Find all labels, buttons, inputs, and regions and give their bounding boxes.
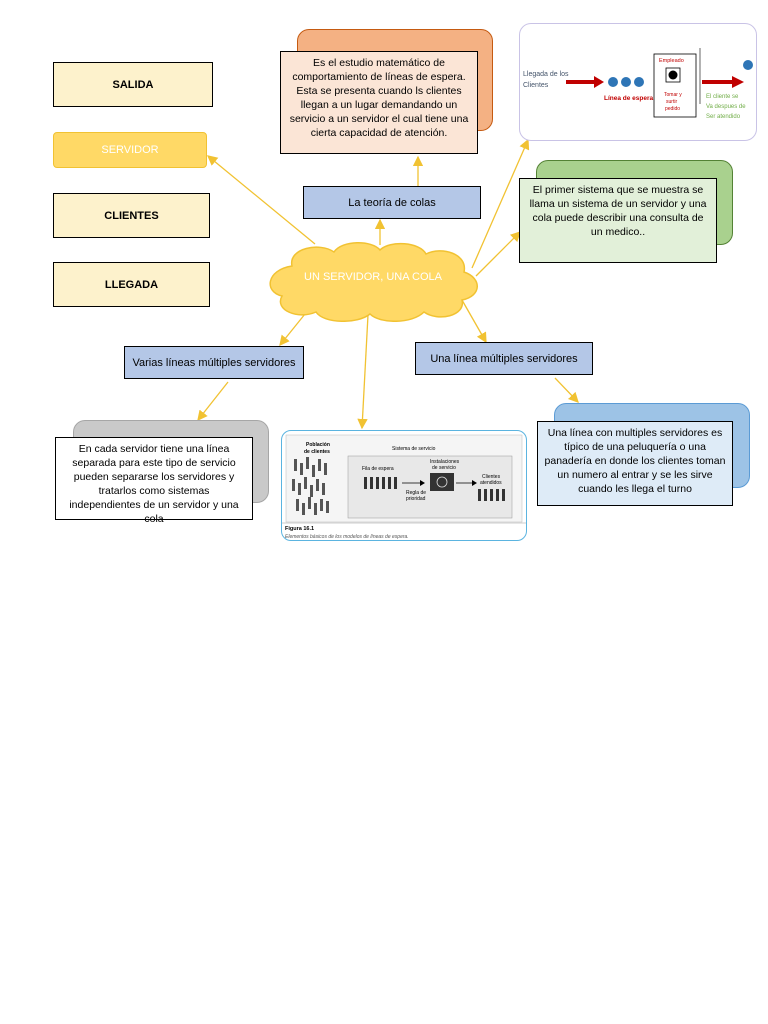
queue-salida-3: Ser atendido xyxy=(706,114,741,120)
una-linea-node: Una línea múltiples servidores xyxy=(415,342,593,375)
center-cloud xyxy=(269,242,478,322)
una-linea-label: Una línea múltiples servidores xyxy=(430,352,578,365)
queue-customer-1 xyxy=(608,77,618,87)
arrow-una-to-desc xyxy=(554,377,579,403)
fig-sistema: Sistema de servicio xyxy=(392,446,436,452)
fig-atendidos-2: atendidos xyxy=(480,480,502,486)
fig-caption-title: Figura 16.1 xyxy=(285,526,314,532)
arrow-to-una-linea xyxy=(461,299,487,344)
fig-instalaciones-2: de servicio xyxy=(432,465,456,471)
una-linea-desc-text: Una línea con multiples servidores es tí… xyxy=(544,427,726,495)
figure-graphic: Población de clientes Sistema de servici… xyxy=(282,434,526,540)
teoria-desc-note: Es el estudio matemático de comportamien… xyxy=(280,51,478,154)
llegada-box: LLEGADA xyxy=(53,262,210,307)
arrow-varias-to-desc xyxy=(197,381,229,422)
varias-lineas-node: Varias líneas múltiples servidores xyxy=(124,346,304,379)
figure-16-1: Población de clientes Sistema de servici… xyxy=(281,430,527,541)
queue-tomar-2: surtir xyxy=(666,99,677,105)
cloud-label: UN SERVIDOR, UNA COLA xyxy=(304,271,442,283)
queue-salida-2: Va despues de xyxy=(706,104,746,110)
queue-tomar-3: pedido xyxy=(665,106,680,112)
empleado-frame xyxy=(653,53,697,118)
fig-caption-text: Elementos básicos de los modelos de líne… xyxy=(285,534,409,540)
served-customer xyxy=(743,60,753,70)
clientes-label: CLIENTES xyxy=(104,209,159,222)
fig-regla-1: Regla de xyxy=(406,490,426,496)
queue-diagram: Llegada de los Clientes Línea de espera … xyxy=(519,23,757,141)
queue-tomar-1: Tomar y xyxy=(664,92,682,98)
server-icon xyxy=(668,70,678,80)
varias-desc-text: En cada servidor tiene una línea separad… xyxy=(69,443,239,525)
queue-linea-espera: Línea de espera xyxy=(604,95,654,102)
varias-desc-note: En cada servidor tiene una línea separad… xyxy=(55,437,253,525)
fig-poblacion-2: de clientes xyxy=(304,449,330,455)
queue-customer-3 xyxy=(634,77,644,87)
fig-poblacion-1: Población xyxy=(306,442,330,448)
fig-instalaciones-1: Instalaciones xyxy=(430,459,460,465)
arrow-out-icon xyxy=(702,76,744,88)
salida-box: SALIDA xyxy=(53,62,213,107)
teoria-colas-node: La teoría de colas xyxy=(303,186,481,219)
queue-llegada-2: Clientes xyxy=(523,82,549,89)
queue-empleado: Empleado xyxy=(659,58,684,64)
queue-llegada-1: Llegada de los xyxy=(523,71,569,78)
teoria-colas-label: La teoría de colas xyxy=(348,196,436,209)
llegada-label: LLEGADA xyxy=(104,278,159,291)
queue-customer-2 xyxy=(621,77,631,87)
una-linea-desc-note: Una línea con multiples servidores es tí… xyxy=(537,421,733,506)
salida-label: SALIDA xyxy=(112,78,154,91)
arrow-in-icon xyxy=(566,76,604,88)
fig-fila: Fila de espera xyxy=(362,466,394,472)
fig-atendidos-1: Clientes xyxy=(482,474,501,480)
arrow-to-servidor xyxy=(206,155,316,245)
varias-lineas-label: Varias líneas múltiples servidores xyxy=(132,356,296,369)
primer-sistema-note: El primer sistema que se muestra se llam… xyxy=(519,178,717,263)
servidor-box: SERVIDOR xyxy=(53,132,207,168)
clientes-box: CLIENTES xyxy=(53,193,210,238)
servidor-label: SERVIDOR xyxy=(101,144,159,156)
fig-regla-2: prioridad xyxy=(406,496,426,502)
arrow-to-figure xyxy=(357,314,369,430)
arrow-to-varias xyxy=(279,313,306,347)
arrow-to-queue-diagram xyxy=(471,138,530,269)
teoria-desc-text: Es el estudio matemático de comportamien… xyxy=(289,57,469,139)
queue-salida-1: El cliente se xyxy=(706,94,739,100)
primer-sistema-text: El primer sistema que se muestra se llam… xyxy=(529,184,707,238)
queue-diagram-graphic: Llegada de los Clientes Línea de espera … xyxy=(523,48,753,120)
arrow-to-primer-sistema xyxy=(475,231,521,277)
